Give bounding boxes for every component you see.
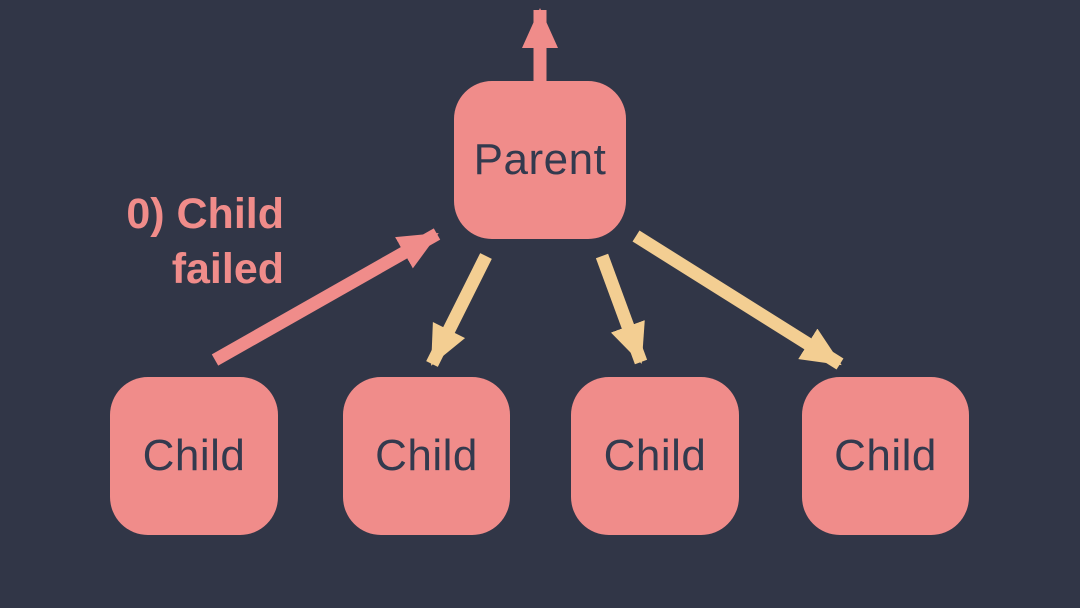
child-node-2-label: Child: [375, 431, 478, 480]
parent-node: Parent: [454, 81, 626, 239]
child-node-2: Child: [343, 377, 510, 535]
child-node-3-label: Child: [603, 431, 707, 480]
child-node-1: Child: [110, 377, 278, 535]
parent-to-child-3-arrow: [595, 253, 648, 365]
parent-to-child-2-arrow: [426, 253, 492, 367]
parent-node-label: Parent: [473, 135, 607, 184]
child-failed-label-line2: failed: [171, 245, 284, 293]
child-node-4-label: Child: [834, 431, 937, 480]
child-node-3: Child: [571, 377, 739, 535]
child-node-4: Child: [802, 377, 969, 535]
child-failed-label-line1: 0) Child: [126, 190, 284, 238]
child-failed-arrow: [211, 228, 441, 366]
parent-to-child-4-arrow: [632, 230, 844, 370]
child-failed-label: 0) Child failed: [104, 187, 284, 297]
child-node-1-label: Child: [142, 431, 246, 480]
